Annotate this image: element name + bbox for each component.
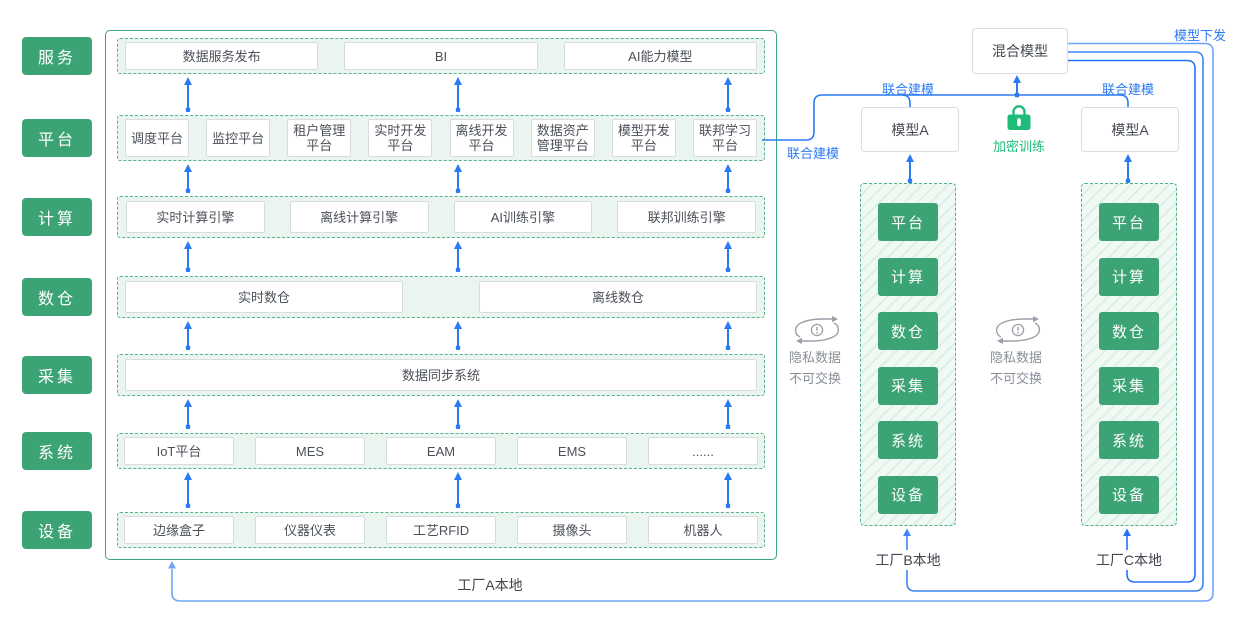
arch-box: BI [344, 42, 538, 70]
stack-layer-box: 设备 [1099, 475, 1159, 514]
privacy-note: 隐私数据 不可交换 [981, 347, 1051, 389]
layer-label-device: 设备 [22, 511, 92, 549]
layer-label-compute: 计算 [22, 198, 92, 236]
stack-layer-box: 数仓 [878, 312, 938, 350]
lock-icon [1007, 105, 1031, 130]
factory-b-label: 工厂B本地 [858, 550, 958, 570]
arch-box: 仪器仪表 [255, 516, 365, 544]
arch-box: IoT平台 [124, 437, 234, 465]
model-distribution-label: 模型下发 [1173, 28, 1226, 43]
stack-layer-box: 设备 [878, 475, 938, 514]
arch-box: 联邦训练引擎 [617, 201, 756, 233]
hybrid-model-box: 混合模型 [972, 28, 1068, 74]
no-data-exchange-icon [995, 316, 1041, 344]
arch-box: 机器人 [648, 516, 758, 544]
arch-box: AI训练引擎 [453, 201, 593, 233]
no-data-exchange-icon [794, 316, 840, 344]
factory-b-stack: 平台 计算 数仓 采集 系统 设备 [860, 183, 956, 526]
arch-box: 租户管理平台 [287, 119, 352, 157]
arch-box: ...... [648, 437, 758, 465]
stack-layer-box: 系统 [878, 421, 938, 459]
arch-box: 离线开发平台 [449, 119, 514, 157]
privacy-note-line: 不可交换 [989, 371, 1042, 386]
privacy-note-line: 不可交换 [788, 371, 841, 386]
layer-label-collect: 采集 [22, 356, 92, 394]
arch-box: EMS [517, 437, 627, 465]
privacy-note-line: 隐私数据 [989, 350, 1042, 365]
privacy-note-line: 隐私数据 [788, 350, 841, 365]
factory-a-label: 工厂A本地 [420, 575, 560, 595]
arch-box: 实时开发平台 [368, 119, 433, 157]
layer-label-warehouse: 数仓 [22, 278, 92, 316]
factory-a-container: 数据服务发布 BI AI能力模型 调度平台 监控平台 租户管理平台 实时开发平台… [105, 30, 777, 560]
arch-box: 工艺RFID [386, 516, 496, 544]
stack-layer-box: 计算 [1099, 257, 1159, 296]
joint-modeling-label: 联合建模 [786, 146, 839, 161]
arch-box: 数据同步系统 [125, 359, 757, 391]
arch-box: 监控平台 [206, 119, 271, 157]
stack-layer-box: 数仓 [1099, 312, 1159, 350]
joint-modeling-label: 联合建模 [881, 82, 934, 97]
compute-row: 实时计算引擎 离线计算引擎 AI训练引擎 联邦训练引擎 [117, 196, 765, 238]
factory-c-label: 工厂C本地 [1079, 550, 1179, 570]
arch-box: 实时数仓 [125, 281, 403, 313]
arch-box: 联邦学习平台 [692, 119, 757, 157]
privacy-note: 隐私数据 不可交换 [780, 347, 850, 389]
arch-box: 实时计算引擎 [126, 201, 265, 233]
system-row: IoT平台 MES EAM EMS ...... [117, 433, 765, 469]
device-row: 边缘盒子 仪器仪表 工艺RFID 摄像头 机器人 [117, 512, 765, 548]
arch-box: 调度平台 [125, 119, 189, 157]
encrypted-training-label: 加密训练 [992, 139, 1045, 154]
arch-box: EAM [386, 437, 496, 465]
model-a-box-right: 模型A [1081, 107, 1179, 152]
layer-label-service: 服务 [22, 37, 92, 75]
arch-box: 摄像头 [517, 516, 627, 544]
arch-box: AI能力模型 [563, 42, 757, 70]
model-a-box-left: 模型A [861, 107, 959, 152]
arch-box: 数据服务发布 [125, 42, 319, 70]
arch-box: 离线数仓 [479, 281, 757, 313]
arch-box: 数据资产管理平台 [530, 119, 595, 157]
collect-row: 数据同步系统 [117, 354, 765, 396]
arch-box: 离线计算引擎 [289, 201, 429, 233]
arch-box: MES [255, 437, 365, 465]
stack-layer-box: 计算 [878, 257, 938, 296]
service-row: 数据服务发布 BI AI能力模型 [117, 38, 765, 74]
stack-layer-box: 平台 [878, 203, 938, 241]
factory-c-stack: 平台 计算 数仓 采集 系统 设备 [1081, 183, 1177, 526]
platform-row: 调度平台 监控平台 租户管理平台 实时开发平台 离线开发平台 数据资产管理平台 … [117, 115, 765, 161]
stack-layer-box: 系统 [1099, 421, 1159, 459]
layer-label-platform: 平台 [22, 119, 92, 157]
joint-modeling-label: 联合建模 [1101, 82, 1154, 97]
arch-box: 边缘盒子 [124, 516, 234, 544]
layer-label-system: 系统 [22, 432, 92, 470]
arch-box: 模型开发平台 [611, 119, 676, 157]
stack-layer-box: 采集 [878, 366, 938, 405]
warehouse-row: 实时数仓 离线数仓 [117, 276, 765, 318]
stack-layer-box: 采集 [1099, 366, 1159, 405]
stack-layer-box: 平台 [1099, 203, 1159, 241]
